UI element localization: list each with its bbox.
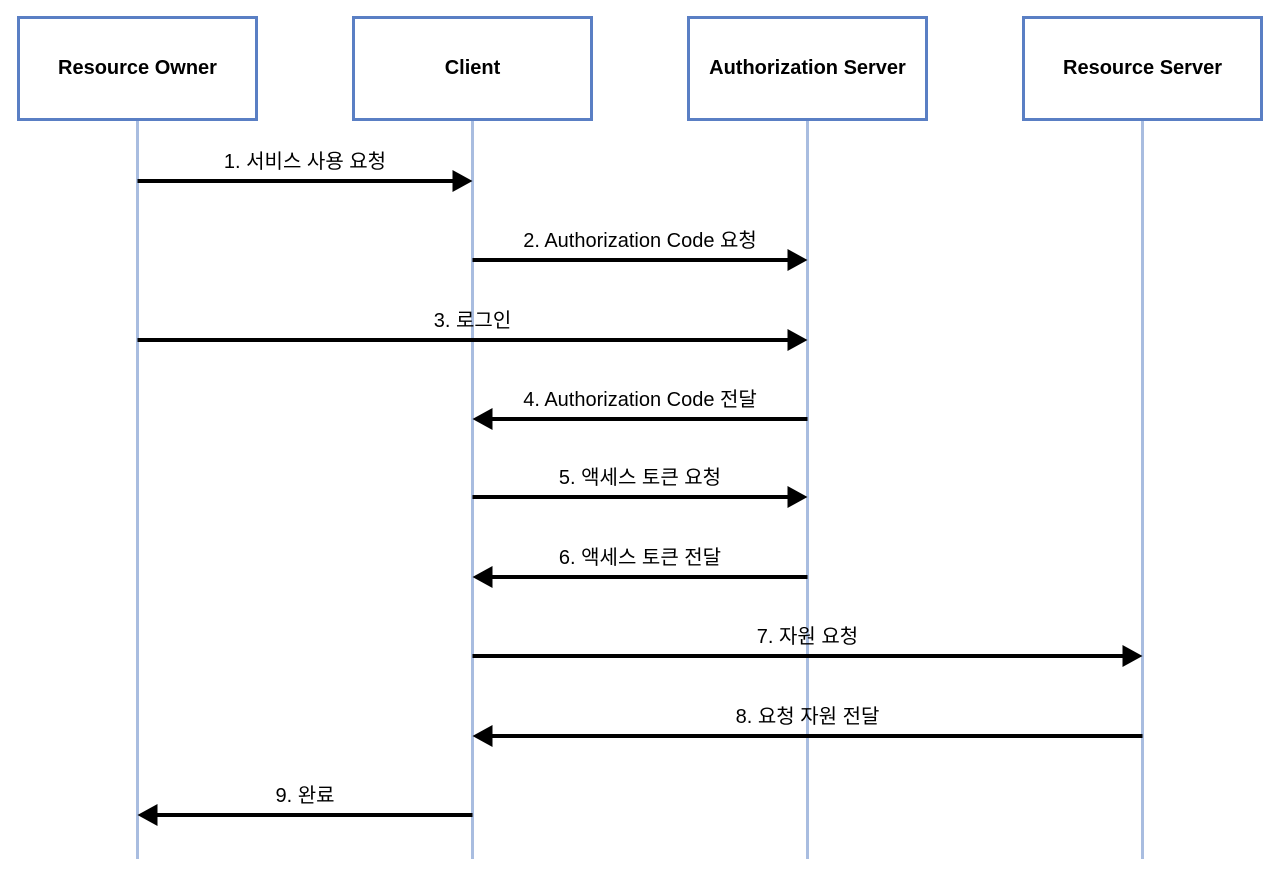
actor-resource-owner: Resource Owner [17,16,258,121]
message-label: 1. 서비스 사용 요청 [223,151,387,173]
message-label: 8. 요청 자원 전달 [735,706,880,728]
message-arrowhead [787,249,808,271]
message-arrowhead [787,486,808,508]
message-label: 9. 완료 [275,785,335,807]
message-label: 5. 액세스 토큰 요청 [558,467,722,489]
actor-label: Client [444,57,501,79]
actor-client: Client [352,16,593,121]
message-arrowhead [1122,645,1143,667]
message-arrowhead [137,804,158,826]
lifeline-authorization-server [806,121,809,859]
lifeline-resource-owner [136,121,139,859]
lifeline-client [471,121,474,859]
message-arrowhead [472,408,493,430]
actor-label: Resource Owner [58,57,217,79]
actor-label: Authorization Server [709,57,906,79]
message-arrowhead [452,170,473,192]
message-label: 3. 로그인 [433,310,512,332]
message-label: 2. Authorization Code 요청 [523,230,757,252]
message-arrowhead [472,566,493,588]
actor-resource-server: Resource Server [1022,16,1263,121]
lifeline-resource-server [1141,121,1144,859]
message-arrowhead [787,329,808,351]
message-label: 6. 액세스 토큰 전달 [558,547,722,569]
actor-authorization-server: Authorization Server [687,16,928,121]
actor-label: Resource Server [1063,57,1222,79]
message-label: 4. Authorization Code 전달 [523,389,757,411]
message-label: 7. 자원 요청 [756,626,859,648]
message-arrowhead [472,725,493,747]
